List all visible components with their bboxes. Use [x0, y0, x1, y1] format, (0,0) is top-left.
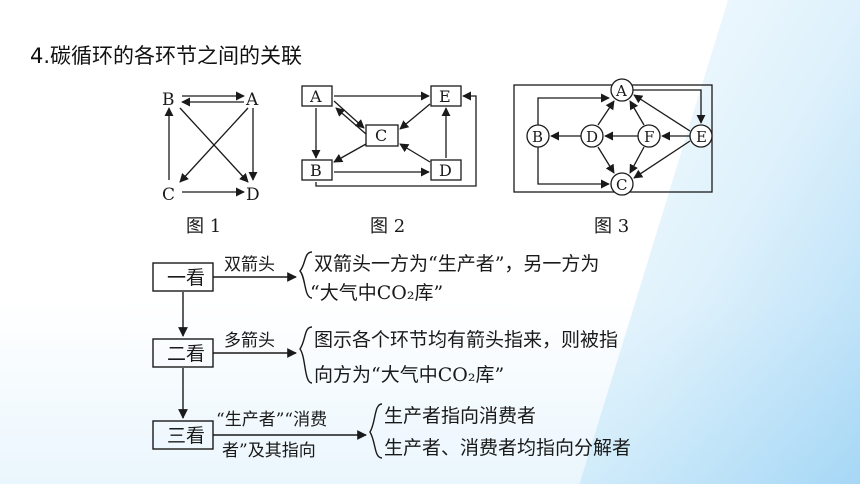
rules-structure [152, 251, 383, 459]
fig3-node-f: F [644, 128, 654, 146]
fig1-node-d: D [246, 185, 260, 205]
rule-3-result-line-2: 生产者、消费者均指向分解者 [384, 437, 631, 459]
rule-2-label: 二看 [167, 343, 205, 365]
arrow-b-to-d [179, 107, 249, 183]
page-title: 4.碳循环的各环节之间的关联 [30, 44, 303, 68]
rule-3-condition-line-1: “生产者”“消费 [216, 410, 327, 430]
arrow-d-to-c [597, 146, 615, 174]
fig2-node-a: A [309, 87, 322, 106]
figure-3 [513, 78, 713, 196]
rule-2-result-line-1: 图示各个环节均有箭头指来，则被指 [314, 329, 618, 351]
arrow-a-to-c [333, 100, 365, 129]
arrow-b-to-c [537, 147, 610, 189]
rule-1-label: 一看 [167, 267, 205, 289]
rule-3-result-line-1: 生产者指向消费者 [384, 405, 536, 427]
fig2-node-d: D [439, 161, 452, 180]
rule-1-brace [299, 251, 313, 299]
fig3-node-a: A [615, 82, 627, 100]
fig3-node-d: D [586, 128, 598, 146]
arrow-e-to-c [633, 140, 691, 179]
fig2-box-d [430, 159, 462, 181]
rule-3-condition-line-2: 者”及其指向 [222, 441, 316, 461]
arrow-d-to-a [597, 100, 615, 126]
arrow-e-to-a [633, 94, 691, 132]
arrow-d-to-c [399, 143, 431, 163]
fig3-circle-c [610, 172, 634, 196]
fig1-node-a: A [245, 90, 259, 110]
fig3-caption: 图 3 [594, 216, 629, 237]
fig3-node-c: C [616, 176, 627, 194]
fig1-node-b: B [162, 90, 175, 110]
fig2-node-e: E [439, 87, 451, 106]
rule-1-result-line-2: “大气中CO₂库” [310, 282, 443, 304]
rule-2-condition: 多箭头 [224, 331, 275, 351]
fig2-node-b: B [310, 161, 322, 180]
arrow-c-to-a [335, 107, 367, 135]
rule-1-condition: 双箭头 [224, 255, 275, 275]
rule-2-brace [299, 326, 313, 384]
fig3-node-e: E [696, 128, 707, 146]
rule-1-result-line-1: 双箭头一方为“生产者”，另一方为 [314, 253, 599, 275]
figure-2 [301, 85, 477, 187]
fig1-node-c: C [162, 185, 175, 205]
arrow-c-to-b [333, 143, 367, 163]
fig2-box-e [430, 85, 462, 107]
fig1-caption: 图 1 [186, 216, 221, 237]
fig2-node-c: C [375, 126, 387, 145]
rule-3-label: 三看 [167, 425, 205, 447]
arrow-e-to-c [399, 103, 431, 130]
arrow-f-to-c [629, 146, 645, 174]
arrow-f-to-a [629, 100, 645, 126]
arrow-b-to-e [315, 91, 477, 187]
rule-2-result-line-2: 向方为“大气中CO₂库” [314, 364, 504, 386]
fig2-box-c [365, 124, 399, 147]
figure-1 [164, 91, 258, 197]
fig2-box-b [301, 159, 333, 181]
fig2-box-a [301, 85, 333, 107]
fig3-node-b: B [532, 128, 543, 146]
rule-3-brace [369, 403, 383, 459]
arrow-b-to-a [537, 93, 610, 125]
fig2-caption: 图 2 [370, 216, 405, 237]
arrow-a-to-e [633, 89, 706, 124]
